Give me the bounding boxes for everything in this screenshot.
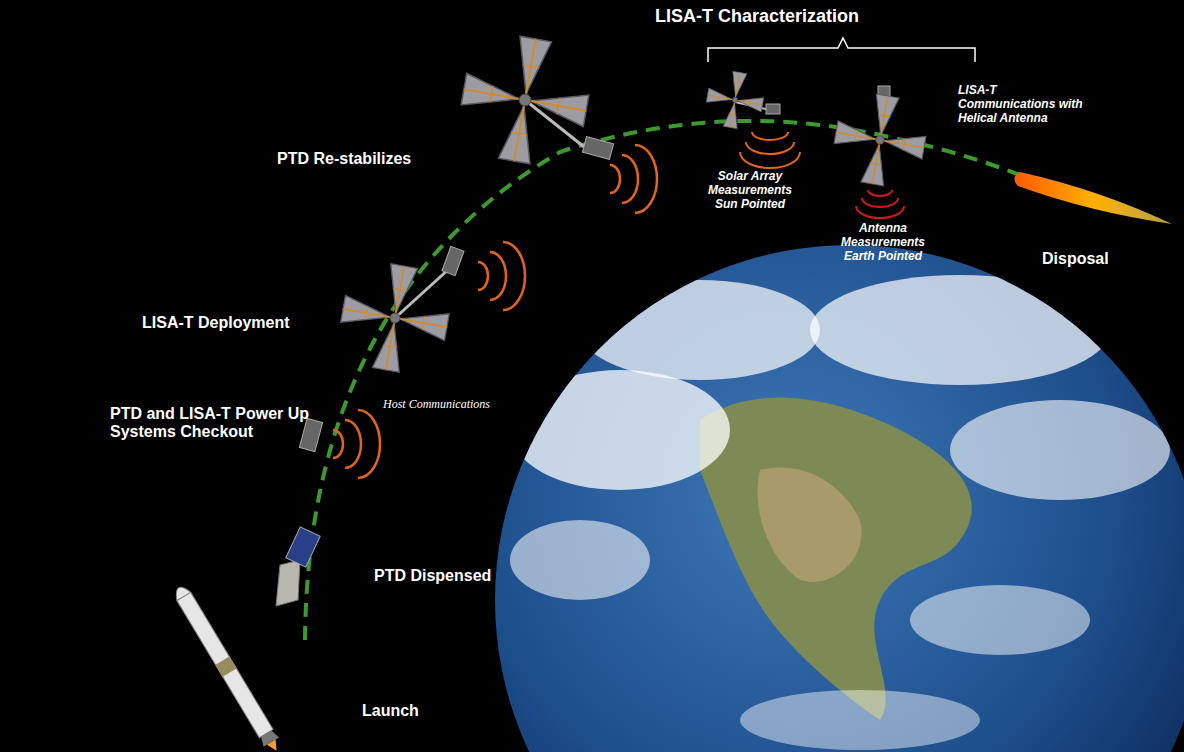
step-label: PTD and LISA-T Power Up Systems Checkout xyxy=(110,405,325,442)
bracket xyxy=(708,38,975,62)
solar-array xyxy=(461,36,589,164)
spacecraft-bus xyxy=(299,418,322,451)
solar-array xyxy=(834,94,926,186)
comm-waves xyxy=(740,132,800,168)
caption-text: Solar Array Measurements Sun Pointed xyxy=(700,170,800,211)
cloud xyxy=(580,280,820,380)
rocket-body xyxy=(177,592,273,737)
cloud xyxy=(510,520,650,600)
orbit-path xyxy=(305,121,1060,640)
comm-waves xyxy=(333,410,380,478)
comm-waves xyxy=(478,242,525,310)
solar-array xyxy=(706,71,763,128)
rocket-nose xyxy=(172,584,191,601)
reentry-flame xyxy=(1014,172,1172,224)
rocket xyxy=(171,583,284,752)
continent xyxy=(700,398,972,720)
caption-text: Antenna Measurements Earth Pointed xyxy=(828,222,938,263)
ptd-cube xyxy=(286,527,320,567)
cloud xyxy=(510,370,730,490)
spacecraft-bus xyxy=(442,246,464,275)
spacecraft-bus xyxy=(582,137,613,160)
comm-waves xyxy=(610,145,657,213)
step-label: PTD Re-stabilizes xyxy=(277,150,411,168)
solar-array xyxy=(341,264,450,373)
step-label: PTD Dispensed xyxy=(374,567,491,585)
desert xyxy=(757,467,861,581)
comm-waves xyxy=(856,190,904,218)
step-label: LISA-T Characterization xyxy=(655,6,859,27)
rocket-band xyxy=(216,657,237,677)
cloud xyxy=(910,585,1090,655)
spacecraft-bus xyxy=(766,104,780,114)
caption-text: Host Communications xyxy=(383,398,490,412)
rocket-flame xyxy=(267,740,281,752)
dispenser xyxy=(276,527,320,606)
cloud xyxy=(950,400,1170,500)
step-label: Launch xyxy=(362,702,419,720)
dispenser-door xyxy=(276,560,300,606)
cloud xyxy=(810,275,1110,385)
earth xyxy=(495,245,1184,752)
caption-text: LISA-T Communications with Helical Anten… xyxy=(958,84,1093,125)
step-label: LISA-T Deployment xyxy=(142,314,290,332)
step-label: Disposal xyxy=(1042,250,1109,268)
cloud xyxy=(740,690,980,750)
earth-disc xyxy=(495,245,1184,752)
